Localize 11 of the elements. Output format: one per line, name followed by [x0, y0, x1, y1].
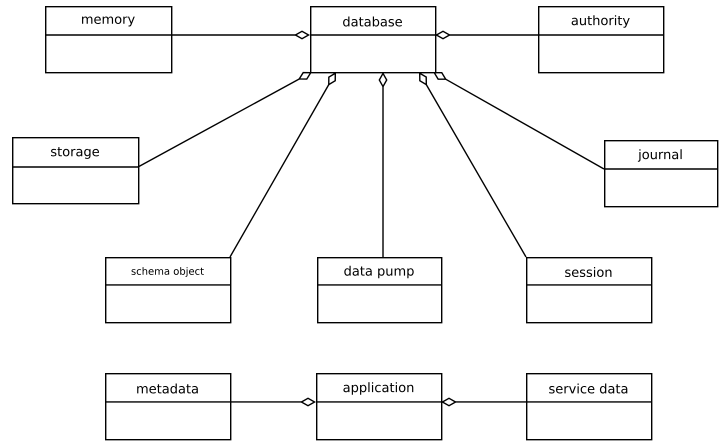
class-box: authority [538, 6, 664, 74]
class-box: journal [604, 140, 718, 208]
class-box: data pump [317, 257, 442, 324]
class-box: session [526, 257, 652, 324]
class-box: database [310, 6, 436, 74]
class-box: storage [12, 137, 140, 204]
class-box: memory [45, 6, 172, 74]
class-box: service data [526, 372, 652, 440]
class-box: application [316, 372, 442, 440]
class-box: schema object [105, 257, 232, 324]
class-box: metadata [105, 372, 232, 440]
